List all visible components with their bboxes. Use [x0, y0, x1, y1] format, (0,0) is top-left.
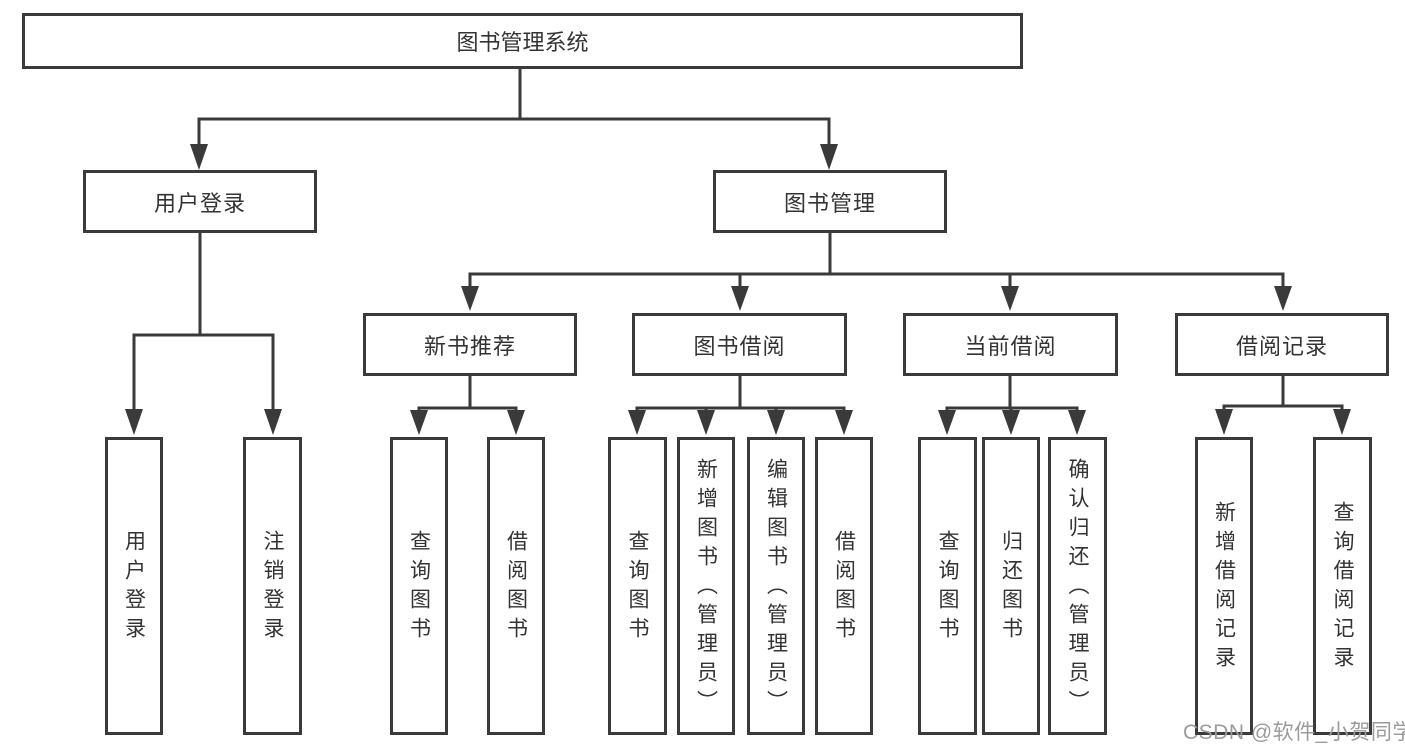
leaf-confirm-return-admin: 确认归还（管理员） — [1048, 437, 1107, 735]
leaf-query-books-recommend: 查询图书 — [390, 437, 448, 735]
leaf-user-login: 用户登录 — [105, 437, 163, 735]
leaf-return-book: 归还图书 — [982, 437, 1040, 735]
leaf-logout: 注销登录 — [243, 437, 302, 735]
node-user-login: 用户登录 — [83, 170, 317, 233]
leaf-add-borrow-record: 新增借阅记录 — [1195, 437, 1253, 735]
leaf-borrow-books-recommend: 借阅图书 — [487, 437, 545, 735]
node-new-book-recommend: 新书推荐 — [363, 313, 577, 376]
node-book-borrow: 图书借阅 — [632, 313, 847, 376]
leaf-borrow-books: 借阅图书 — [815, 437, 873, 735]
node-library-management-system: 图书管理系统 — [22, 13, 1023, 69]
leaf-query-books-current: 查询图书 — [918, 437, 977, 735]
csdn-watermark: CSDN @软件_小贺同学 — [1183, 721, 1405, 744]
node-current-borrow: 当前借阅 — [903, 313, 1118, 376]
leaf-edit-book-admin: 编辑图书（管理员） — [747, 437, 805, 735]
leaf-add-book-admin: 新增图书（管理员） — [677, 437, 735, 735]
node-book-management: 图书管理 — [713, 170, 947, 233]
node-borrow-records: 借阅记录 — [1175, 313, 1389, 376]
leaf-query-books-borrow: 查询图书 — [608, 437, 667, 735]
leaf-query-borrow-record: 查询借阅记录 — [1313, 437, 1372, 735]
